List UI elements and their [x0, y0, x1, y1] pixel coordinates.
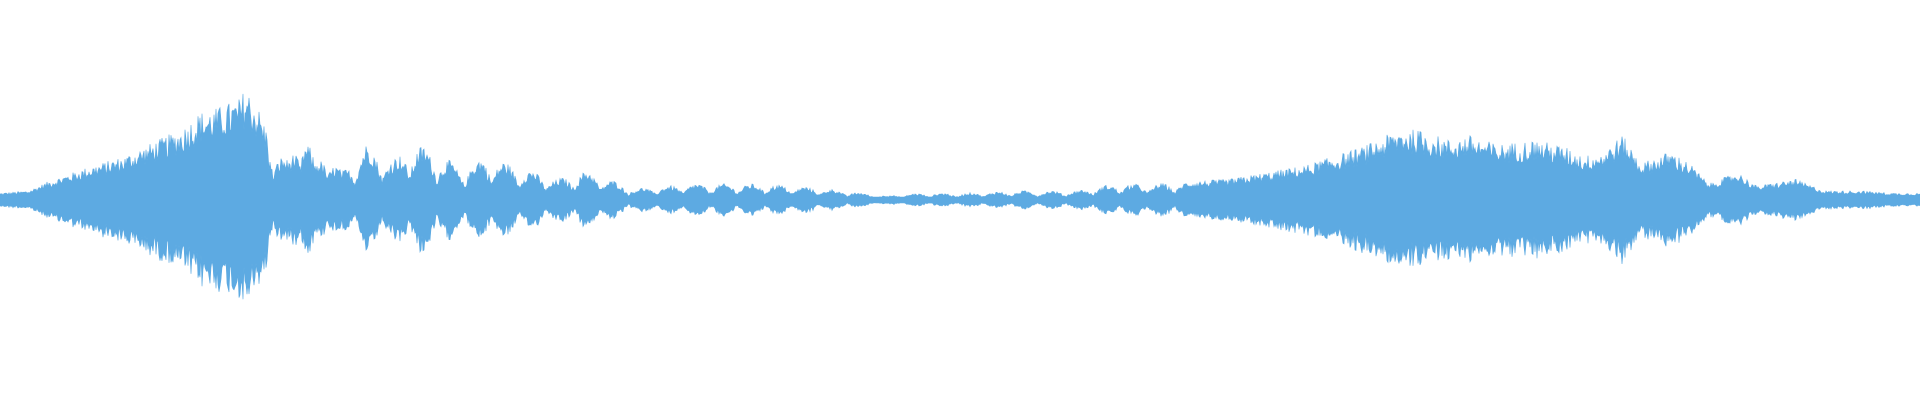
- waveform-path: [0, 93, 1920, 300]
